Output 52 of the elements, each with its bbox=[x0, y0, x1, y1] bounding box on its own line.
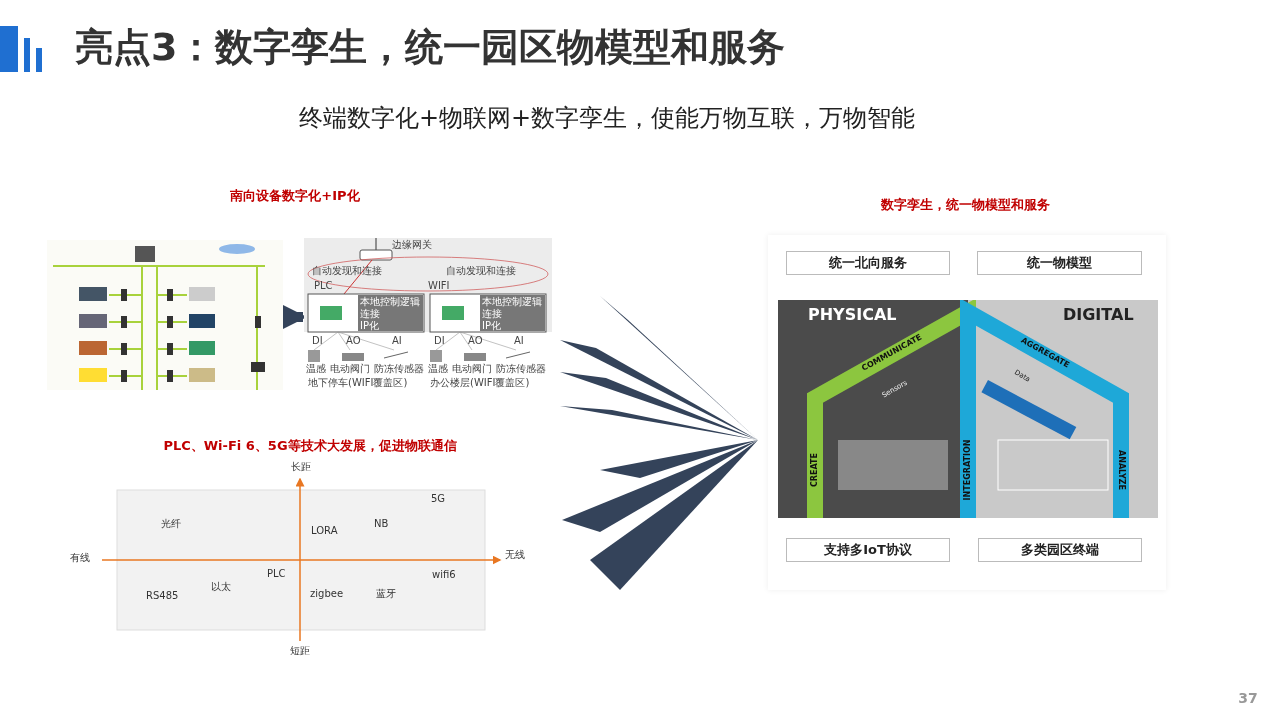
diagram-label: 温感 bbox=[306, 364, 326, 374]
diagram-label: 防冻传感器 bbox=[374, 364, 424, 374]
section-heading: 南向设备数字化+IP化 bbox=[230, 189, 360, 202]
slide-title: 亮点3：数字孪生，统一园区物模型和服务 bbox=[75, 28, 786, 66]
diagram-label: PLC bbox=[314, 281, 333, 291]
diagram-label: 自动发现和连接 bbox=[312, 266, 382, 276]
text-box: 支持多IoT协议 bbox=[786, 538, 950, 562]
diagram-label: 电动阀门 bbox=[452, 364, 492, 374]
diagram-label: 温感 bbox=[428, 364, 448, 374]
chart-label: 蓝牙 bbox=[376, 589, 396, 599]
diagram-label: 边缘网关 bbox=[392, 240, 432, 250]
picture-label: DIGITAL bbox=[1063, 307, 1134, 323]
panel-card bbox=[768, 235, 1166, 590]
subtitle: 终端数字化+物联网+数字孪生，使能万物互联，万物智能 bbox=[298, 106, 916, 130]
chart-label: 以太 bbox=[211, 582, 231, 592]
text-box: 多类园区终端 bbox=[978, 538, 1142, 562]
diagram-label: WIFI bbox=[428, 281, 450, 291]
axis-label: 有线 bbox=[70, 553, 90, 563]
diagram-label: IP化 bbox=[360, 321, 379, 331]
diagram-caption: 地下停车(WIFI覆盖区) bbox=[308, 378, 408, 388]
picture-label: ANALYZE bbox=[1117, 450, 1125, 490]
chart-label: zigbee bbox=[310, 589, 344, 599]
diagram-label: DI bbox=[312, 336, 323, 346]
axis-label: 无线 bbox=[505, 550, 525, 560]
axis-label: 长距 bbox=[291, 462, 311, 472]
picture-label: INTEGRATION bbox=[964, 439, 972, 501]
diagram-label: 防冻传感器 bbox=[496, 364, 546, 374]
digital-twin-picture bbox=[778, 300, 1158, 518]
diagram-label: 连接 bbox=[482, 309, 502, 319]
chart-label: 光纤 bbox=[161, 519, 181, 529]
diagram-label: 自动发现和连接 bbox=[446, 266, 516, 276]
diagram-label: 连接 bbox=[360, 309, 380, 319]
diagram-label: 本地控制逻辑 bbox=[360, 297, 420, 307]
chart-label: RS485 bbox=[146, 591, 179, 601]
text-box: 统一物模型 bbox=[977, 251, 1142, 275]
chart-label: wifi6 bbox=[432, 570, 456, 580]
diagram-label: 电动阀门 bbox=[330, 364, 370, 374]
diagram-caption: 办公楼层(WIFI覆盖区) bbox=[430, 378, 530, 388]
text-box: 统一北向服务 bbox=[786, 251, 950, 275]
page-number: 37 bbox=[1238, 691, 1258, 705]
axis-label: 短距 bbox=[290, 646, 310, 656]
picture-label: PHYSICAL bbox=[808, 307, 897, 323]
picture-label: CREATE bbox=[811, 453, 819, 487]
diagram-label: IP化 bbox=[482, 321, 501, 331]
chart-label: PLC bbox=[267, 569, 286, 579]
chart-label: LORA bbox=[311, 526, 338, 536]
diagram-label: 本地控制逻辑 bbox=[482, 297, 542, 307]
chart-label: NB bbox=[374, 519, 389, 529]
chart-label: 5G bbox=[431, 494, 446, 504]
section-heading: 数字孪生，统一物模型和服务 bbox=[880, 198, 1050, 211]
building-automation-picture bbox=[47, 240, 283, 390]
section-heading: PLC、Wi-Fi 6、5G等技术大发展，促进物联通信 bbox=[163, 439, 457, 452]
